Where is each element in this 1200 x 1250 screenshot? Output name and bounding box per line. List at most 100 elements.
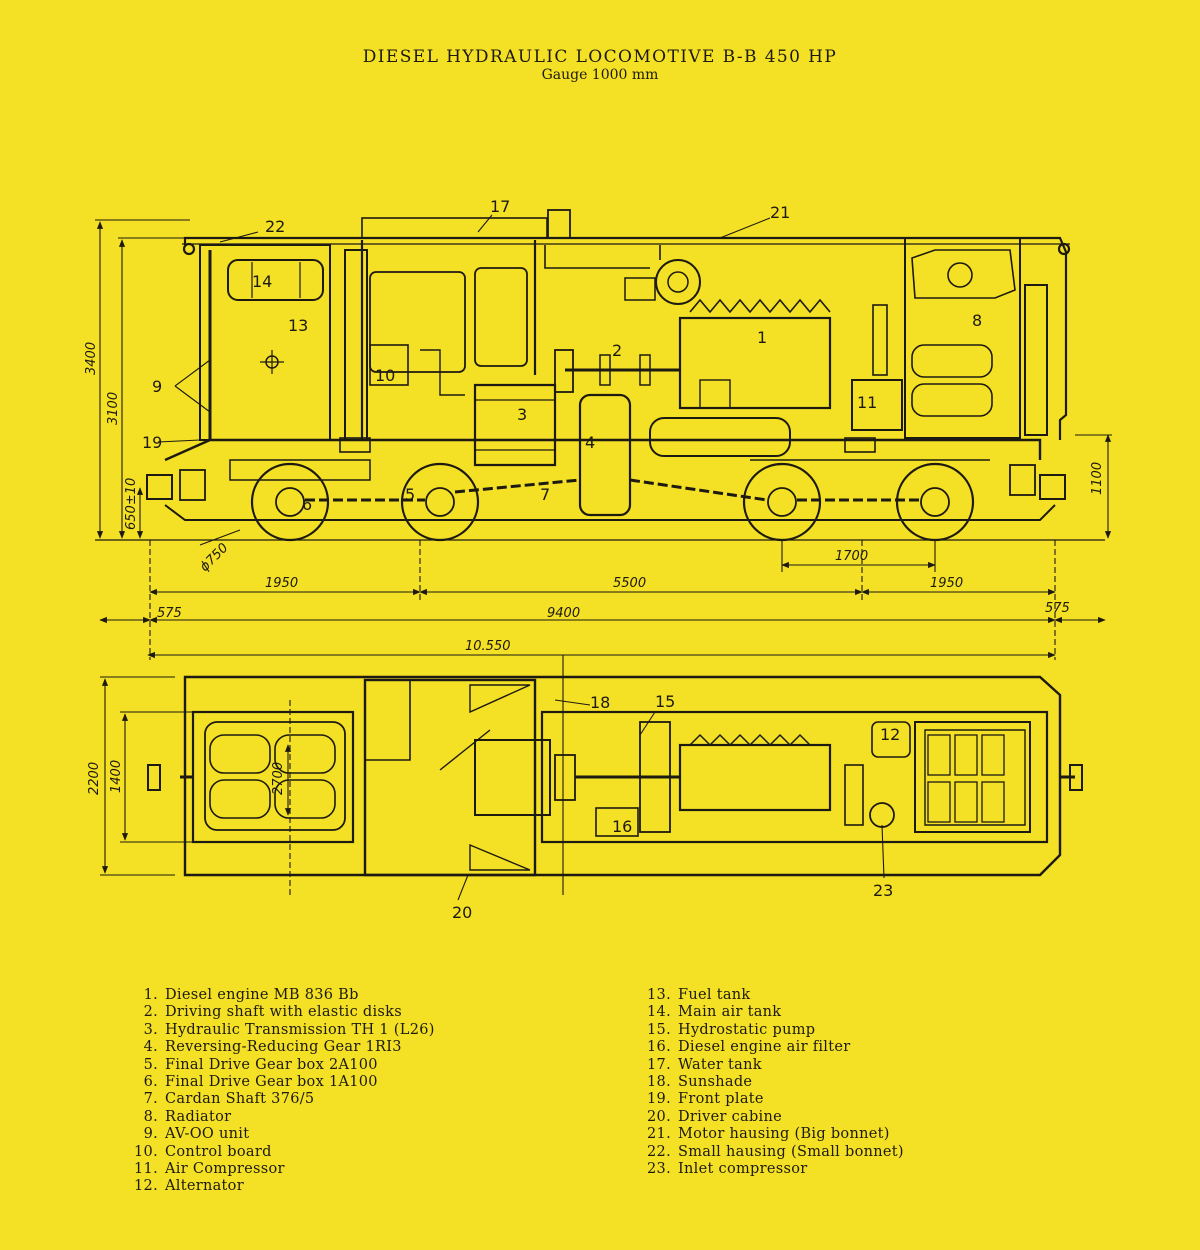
legend-text: Radiator	[165, 1108, 232, 1125]
callout-19: 19	[142, 433, 162, 452]
legend-text: Final Drive Gear box 2A100	[165, 1056, 378, 1073]
legend-number: 8.	[143, 1108, 158, 1125]
legend-text: Motor hausing (Big bonnet)	[678, 1126, 890, 1143]
legend-item: 10. Control board	[130, 1144, 435, 1161]
dim-overhang-left: 575	[157, 606, 182, 621]
legend-number: 16.	[647, 1039, 671, 1056]
side-elevation	[95, 209, 1105, 542]
legend-left: 1. Diesel engine MB 836 Bb 2. Driving shaft…	[130, 987, 435, 1196]
legend-number: 13.	[647, 987, 671, 1003]
legend-text: Water tank	[678, 1056, 762, 1073]
legend-text: Control board	[165, 1143, 272, 1160]
callout-17: 17	[490, 197, 510, 216]
callout-12: 12	[880, 725, 900, 744]
legend-item: 17. Water tank	[643, 1057, 904, 1074]
dim-width-cab: 2700	[271, 762, 286, 795]
legend-text: Fuel tank	[678, 987, 751, 1003]
dimension-labels: 3400 3100 650±10 ϕ750 1100 1700 1950 550…	[84, 342, 1105, 795]
callout-7: 7	[540, 485, 550, 504]
callout-15: 15	[655, 692, 675, 711]
callout-8: 8	[972, 311, 982, 330]
legend-number: 21.	[647, 1126, 671, 1143]
legend-number: 14.	[647, 1004, 671, 1021]
legend-text: Air Compressor	[165, 1161, 285, 1178]
legend-text: Front plate	[678, 1091, 764, 1108]
legend-item: 9. AV-OO unit	[130, 1126, 435, 1143]
legend-number: 6.	[143, 1074, 158, 1091]
callout-23: 23	[873, 881, 893, 900]
dim-frame-length: 9400	[547, 606, 580, 621]
legend-text: Inlet compressor	[678, 1161, 808, 1178]
legend-text: Hydraulic Transmission TH 1 (L26)	[165, 1021, 435, 1038]
legend-item: 18. Sunshade	[643, 1074, 904, 1091]
dim-overhang-right: 575	[1045, 601, 1070, 616]
callout-10: 10	[375, 366, 395, 385]
legend-item: 3.Hydraulic Transmission TH 1 (L26)	[130, 1022, 435, 1039]
legend-item: 15. Hydrostatic pump	[643, 1022, 904, 1039]
dim-axle-spacing: 1700	[835, 549, 868, 564]
callout-labels: 1 2 3 4 5 6 7 8 9 10 11 12 13 14 15 16 1…	[142, 197, 982, 922]
legend-number: 18.	[647, 1074, 671, 1091]
legend-number: 1.	[143, 987, 158, 1003]
legend-item: 7.Cardan Shaft 376/5	[130, 1091, 435, 1108]
legend-item: 13. Fuel tank	[643, 987, 904, 1004]
dim-bogie-frame-height: 1100	[1090, 462, 1105, 495]
callout-2: 2	[612, 341, 622, 360]
legend-number: 2.	[143, 1004, 158, 1021]
legend-item: 16. Diesel engine air filter	[643, 1039, 904, 1056]
legend-text: Reversing-Reducing Gear 1RI3	[165, 1039, 402, 1056]
legend-item: 21. Motor hausing (Big bonnet)	[643, 1126, 904, 1143]
legend-item: 23.Inlet compressor	[643, 1161, 904, 1178]
legend-number: 19.	[647, 1091, 671, 1108]
callout-1: 1	[757, 328, 767, 347]
locomotive-drawing: 1 2 3 4 5 6 7 8 9 10 11 12 13 14 15 16 1…	[84, 197, 1112, 922]
callout-6: 6	[302, 495, 312, 514]
plan-view	[147, 675, 1083, 877]
legend-text: Driving shaft with elastic disks	[165, 1004, 402, 1021]
legend-number: 17.	[647, 1056, 671, 1073]
callout-20: 20	[452, 903, 472, 922]
legend-text: Diesel engine air filter	[678, 1039, 851, 1056]
legend-text: Alternator	[165, 1178, 244, 1195]
drawing-subtitle: Gauge 1000 mm	[541, 67, 659, 83]
callout-3: 3	[517, 405, 527, 424]
callout-14: 14	[252, 272, 272, 291]
legend-item: 6. Final Drive Gear box 1A100	[130, 1074, 435, 1091]
callout-11: 11	[857, 393, 877, 412]
dim-left-end: 1950	[265, 576, 298, 591]
legend-number: 20.	[647, 1108, 671, 1125]
plan-dimensions	[100, 655, 564, 895]
callout-16: 16	[612, 817, 632, 836]
legend-text: AV-OO unit	[165, 1126, 250, 1143]
title-block: DIESEL HYDRAULIC LOCOMOTIVE B-B 450 HP G…	[0, 47, 1200, 84]
drawing-title: DIESEL HYDRAULIC LOCOMOTIVE B-B 450 HP	[362, 47, 838, 67]
legend-item: 11. Air Compressor	[130, 1161, 435, 1178]
legend-text: Final Drive Gear box 1A100	[165, 1074, 378, 1091]
legend-item: 8. Radiator	[130, 1109, 435, 1126]
legend-number: 9.	[143, 1126, 158, 1143]
legend-item: 5.Final Drive Gear box 2A100	[130, 1057, 435, 1074]
legend-number: 10.	[134, 1143, 158, 1160]
legend-text: Small hausing (Small bonnet)	[678, 1143, 904, 1160]
dim-width-overall: 2200	[87, 762, 102, 795]
legend-number: 12.	[134, 1178, 158, 1195]
callout-4: 4	[585, 433, 595, 452]
legend-text: Hydrostatic pump	[678, 1021, 816, 1038]
dim-height-overall: 3400	[84, 342, 99, 375]
dim-bogie-centers: 5500	[613, 576, 646, 591]
legend-text: Driver cabine	[678, 1108, 783, 1125]
legend-item: 12. Alternator	[130, 1178, 435, 1195]
legend-number: 15.	[647, 1021, 671, 1038]
legend-number: 7.	[143, 1091, 158, 1108]
dim-wheel-diameter: ϕ750	[197, 541, 231, 575]
callout-9: 9	[152, 377, 162, 396]
legend-number: 11.	[134, 1161, 158, 1178]
legend-text: Main air tank	[678, 1004, 782, 1021]
legend-item: 1. Diesel engine MB 836 Bb	[130, 987, 435, 1004]
leader-lines	[157, 214, 885, 901]
legend-text: Sunshade	[678, 1074, 753, 1091]
dim-length-over-buffers: 10.550	[465, 639, 511, 654]
dim-height-buffer: 650±10	[124, 478, 139, 530]
legend-text: Diesel engine MB 836 Bb	[165, 987, 359, 1003]
legend-item: 2. Driving shaft with elastic disks	[130, 1004, 435, 1021]
